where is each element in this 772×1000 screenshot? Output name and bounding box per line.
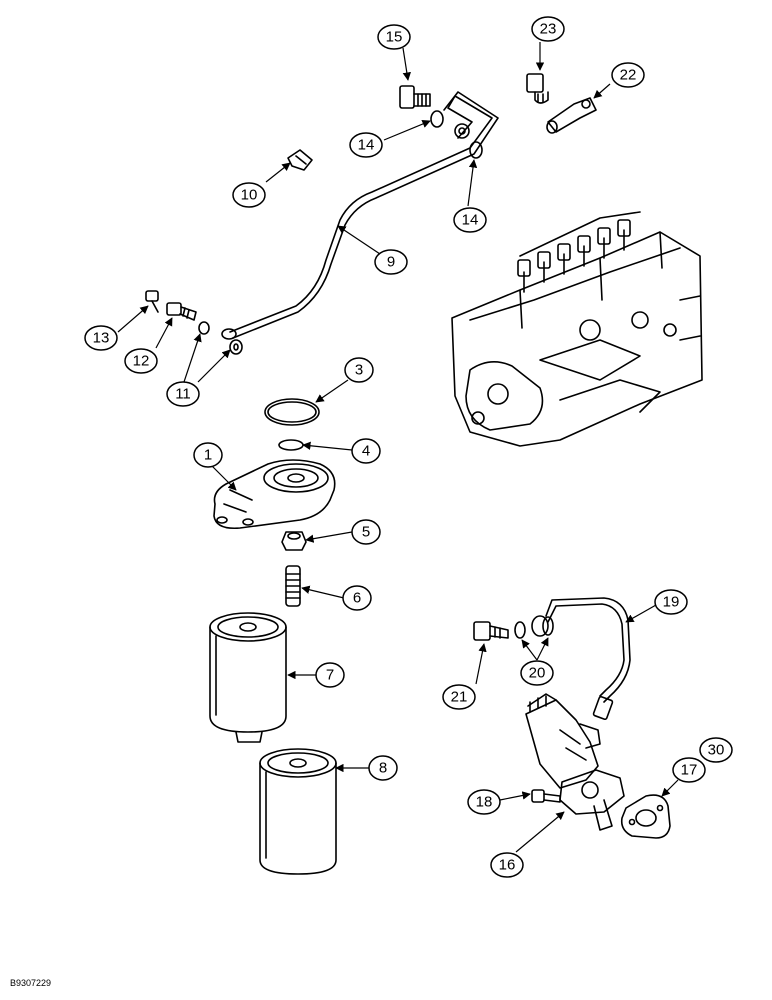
washer-20-a xyxy=(514,621,526,639)
callout-circle-6 xyxy=(342,585,372,611)
clip-10 xyxy=(287,149,313,171)
callout-circle-7 xyxy=(315,662,345,688)
callout-20: 20 xyxy=(529,665,546,682)
o-ring-3 xyxy=(264,398,320,426)
callout-13: 13 xyxy=(93,330,110,347)
callout-10: 10 xyxy=(241,187,258,204)
washer-20-b xyxy=(542,616,554,636)
callout-3: 3 xyxy=(355,362,363,379)
bolt-23 xyxy=(526,73,549,104)
callout-1: 1 xyxy=(204,447,212,464)
callout-circle-18 xyxy=(467,789,501,815)
callout-6: 6 xyxy=(353,590,361,607)
callout-circle-14-lower xyxy=(453,207,487,233)
fuel-line-9 xyxy=(221,91,499,340)
callout-23: 23 xyxy=(540,21,557,38)
callout-circle-17 xyxy=(672,757,706,783)
callout-circle-4 xyxy=(351,438,381,464)
callout-circle-3 xyxy=(344,357,374,383)
callout-circle-9 xyxy=(374,249,408,275)
callout-circle-20 xyxy=(520,660,554,686)
o-ring-4 xyxy=(278,439,304,451)
callout-circle-30 xyxy=(699,737,733,763)
callout-circle-8 xyxy=(368,755,398,781)
screw-13 xyxy=(145,290,159,313)
callout-19: 19 xyxy=(663,594,680,611)
callout-12: 12 xyxy=(133,353,150,370)
lift-pump-16 xyxy=(525,693,625,831)
callout-circle-13 xyxy=(84,325,118,351)
injection-pump-illustration xyxy=(451,211,703,447)
callout-circle-1 xyxy=(193,442,223,468)
callout-circle-16 xyxy=(490,852,524,878)
washer-14-lower xyxy=(469,141,483,159)
callout-14-upper: 14 xyxy=(358,137,375,154)
nut-5 xyxy=(281,531,307,551)
callout-circle-19 xyxy=(654,589,688,615)
callout-circle-14-upper xyxy=(349,132,383,158)
callout-30: 30 xyxy=(708,742,725,759)
callout-7: 7 xyxy=(326,667,334,684)
banjo-bolt-15 xyxy=(399,85,431,109)
bolt-21 xyxy=(473,621,509,641)
callout-circle-12 xyxy=(124,348,158,374)
washer-14-upper xyxy=(430,110,444,128)
callout-22: 22 xyxy=(620,67,637,84)
callout-14-lower: 14 xyxy=(462,212,479,229)
callout-circle-10 xyxy=(232,182,266,208)
fuel-filter-8 xyxy=(259,748,337,875)
callout-4: 4 xyxy=(362,443,370,460)
washer-11-b xyxy=(229,339,243,355)
screw-18 xyxy=(531,789,561,803)
callout-circle-22 xyxy=(611,62,645,88)
callout-circle-5 xyxy=(351,519,381,545)
filter-head-1 xyxy=(213,459,336,530)
document-code: B9307229 xyxy=(10,978,52,988)
callout-circle-15 xyxy=(377,24,411,50)
callout-circle-11 xyxy=(166,381,200,407)
banjo-fitting-22 xyxy=(546,97,597,134)
callout-18: 18 xyxy=(476,794,493,811)
callout-circle-21 xyxy=(442,684,476,710)
bolt-12 xyxy=(166,302,197,321)
gasket-17 xyxy=(620,794,671,839)
callout-11: 11 xyxy=(175,386,191,403)
callout-21: 21 xyxy=(451,689,468,706)
stud-6 xyxy=(285,565,301,607)
callout-8: 8 xyxy=(379,760,387,777)
fuel-filter-7 xyxy=(209,612,287,743)
callout-9: 9 xyxy=(387,254,395,271)
callout-circle-23 xyxy=(531,16,565,42)
washer-11-a xyxy=(198,321,210,335)
callout-16: 16 xyxy=(499,857,516,874)
callout-5: 5 xyxy=(362,524,370,541)
callout-15: 15 xyxy=(386,29,403,46)
callout-17: 17 xyxy=(681,762,698,779)
